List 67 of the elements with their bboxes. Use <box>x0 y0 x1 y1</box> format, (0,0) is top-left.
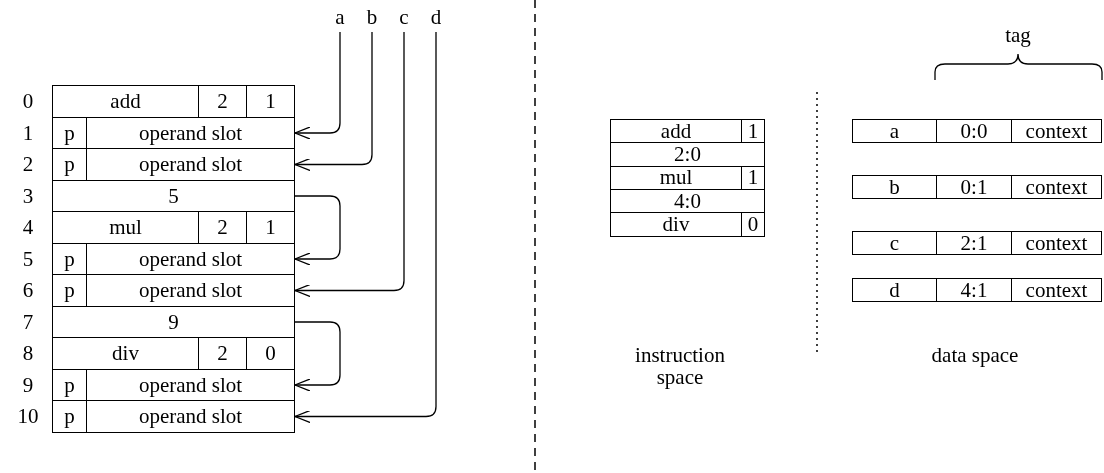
row-number: 4 <box>21 216 35 239</box>
table-cell-text: p <box>63 151 76 178</box>
table-cell: operand slot <box>86 401 294 432</box>
memory-row <box>52 85 295 118</box>
row-number: 9 <box>21 373 35 396</box>
row-number: 2 <box>21 153 35 176</box>
table-cell-text: p <box>63 371 76 399</box>
table-cell-text: mul <box>108 214 143 241</box>
table-cell-text: div <box>661 213 691 236</box>
table-cell-text: 4:0 <box>673 189 702 213</box>
arrow <box>294 31 437 424</box>
arrow <box>294 31 341 140</box>
table-cell: 4:1 <box>936 279 1011 301</box>
table-cell-text: a <box>888 120 901 142</box>
memory-row <box>52 211 295 244</box>
variable-label: a <box>332 6 348 29</box>
arrow <box>294 321 341 392</box>
row-number: 3 <box>21 184 35 207</box>
table-cell-text: p <box>63 403 76 430</box>
memory-row <box>852 278 1102 302</box>
table-cell: context <box>1011 232 1101 254</box>
memory-row <box>610 212 765 237</box>
table-cell-text: div <box>111 340 140 367</box>
row-number: 1 <box>21 121 35 144</box>
row-number: 8 <box>21 342 35 365</box>
bracket-label: tag <box>1004 24 1032 47</box>
table-cell-text: add <box>109 88 142 115</box>
table-cell: context <box>1011 120 1101 142</box>
arrow <box>294 31 373 172</box>
table-cell-text: d <box>888 279 901 301</box>
memory-row <box>852 231 1102 255</box>
table-cell-text: p <box>63 277 76 304</box>
table-cell-text: c <box>888 232 901 254</box>
row-number: 7 <box>21 310 35 333</box>
arrow <box>294 195 341 266</box>
variable-label: b <box>364 6 380 29</box>
table-cell: 0 <box>741 213 764 236</box>
variable-label: c <box>396 6 412 29</box>
variable-label: d <box>428 6 444 29</box>
memory-row <box>852 175 1102 199</box>
memory-row <box>852 119 1102 143</box>
memory-row <box>52 400 295 433</box>
table-cell-text: add <box>659 120 693 143</box>
table-cell-text: 9 <box>167 308 180 336</box>
memory-row <box>52 337 295 370</box>
table-cell: 0:0 <box>936 120 1011 142</box>
caption: data space <box>930 344 1020 367</box>
memory-row <box>610 142 765 168</box>
table-cell: context <box>1011 279 1101 301</box>
row-number: 0 <box>21 90 35 113</box>
memory-row <box>52 148 295 181</box>
table-cell-text: p <box>63 119 76 147</box>
memory-row <box>610 119 765 144</box>
table-cell-text: p <box>63 245 76 273</box>
table-cell: context <box>1011 176 1101 198</box>
table-cell-text: mul <box>658 166 694 190</box>
table-cell: 2:1 <box>936 232 1011 254</box>
memory-row <box>52 274 295 307</box>
arrow <box>294 31 405 298</box>
table-cell-text: 2:0 <box>673 143 702 167</box>
table-cell: 0:1 <box>936 176 1011 198</box>
caption: instruction space <box>634 344 726 389</box>
row-number: 5 <box>21 247 35 270</box>
table-cell-text: 5 <box>167 182 180 210</box>
table-cell-text: b <box>888 176 901 198</box>
row-number: 6 <box>21 279 35 302</box>
row-number: 10 <box>16 405 40 428</box>
